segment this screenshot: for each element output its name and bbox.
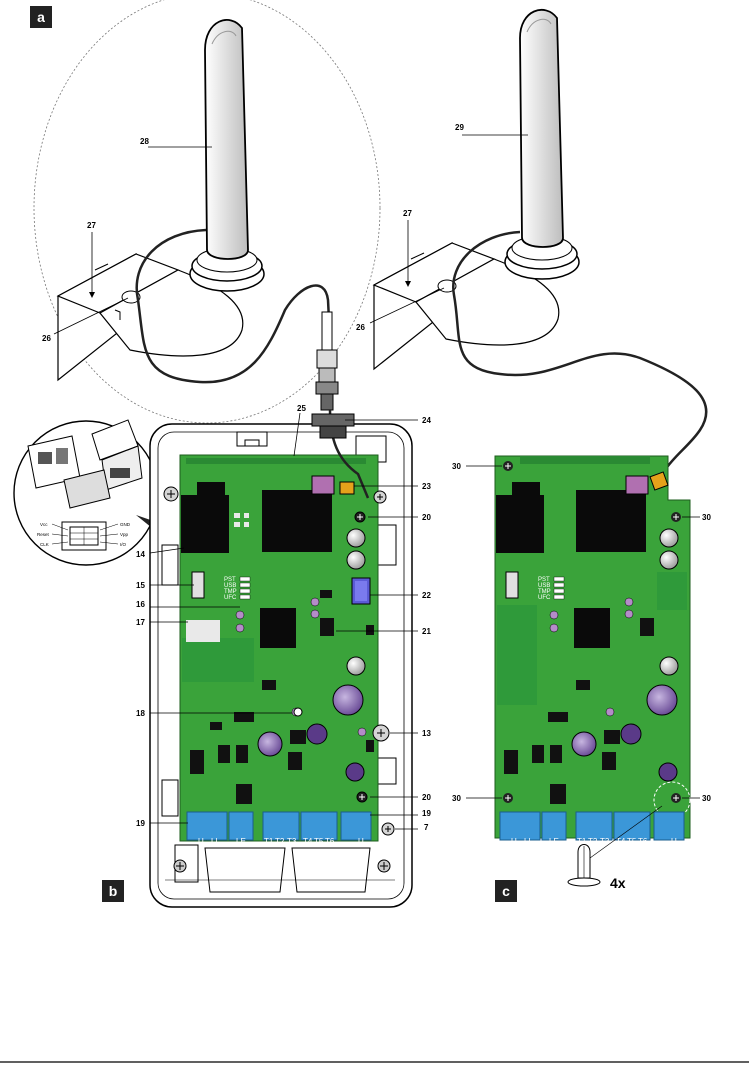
callout-21: 21 — [422, 627, 431, 636]
callout-15: 15 — [136, 581, 145, 590]
term-earth-b: U — [198, 837, 204, 846]
term-t5-b: T5 — [314, 837, 324, 846]
antenna-c — [505, 10, 579, 279]
quantity-label: 4x — [610, 875, 626, 891]
term-t4-b: T4 — [303, 837, 313, 846]
panel-a: a 28 — [30, 0, 380, 423]
term-le-b: LE — [236, 837, 246, 846]
callout-26c: 26 — [356, 323, 365, 332]
antenna-a — [190, 20, 264, 291]
term-le-c: LE — [549, 837, 559, 846]
coil — [333, 685, 363, 715]
callout-18: 18 — [136, 709, 145, 718]
sim-pin-vpp: Vpp — [120, 532, 129, 537]
term-u-c: U — [671, 837, 677, 846]
callout-30b: 30 — [702, 513, 711, 522]
sim-card — [62, 522, 106, 550]
panel-b-tag-label: b — [109, 883, 118, 899]
callout-27a: 27 — [87, 221, 96, 230]
term-t3-b: T3 — [287, 837, 297, 846]
term-u-b: U — [358, 837, 364, 846]
callout-17: 17 — [136, 618, 145, 627]
sim-pin-clk: CLK — [40, 542, 49, 547]
sim-pin-gnd: GND — [120, 522, 131, 527]
term-t5-c: T5 — [627, 837, 637, 846]
sma-connector — [316, 312, 338, 410]
callout-28: 28 — [140, 137, 149, 146]
callout-25: 25 — [297, 404, 306, 413]
callout-20b: 20 — [422, 793, 431, 802]
silk-ufc-c: UFC — [538, 595, 551, 601]
standoff — [568, 845, 600, 887]
terminal-blocks-c — [500, 812, 684, 840]
callout-29: 29 — [455, 123, 464, 132]
panel-b: PST USB TMP UFC U LI L — [102, 404, 431, 907]
callout-7: 7 — [424, 823, 429, 832]
panel-a-tag-label: a — [37, 9, 45, 25]
callout-30d: 30 — [702, 794, 711, 803]
silk-ufc: UFC — [224, 595, 237, 601]
callout-27c: 27 — [403, 209, 412, 218]
panel-c-tag-label: c — [502, 883, 510, 899]
callout-14: 14 — [136, 550, 145, 559]
terminal-blocks-b — [187, 812, 371, 840]
callout-13: 13 — [422, 729, 431, 738]
callout-20a: 20 — [422, 513, 431, 522]
term-li-c: LI — [524, 837, 531, 846]
sim-pin-vcc: Vcc — [40, 522, 48, 527]
callout-24: 24 — [422, 416, 431, 425]
term-t1-b: T1 — [264, 837, 274, 846]
term-li-b: LI — [211, 837, 218, 846]
callout-22: 22 — [422, 591, 431, 600]
sim-holder — [181, 495, 229, 553]
callout-19b: 19 — [136, 819, 145, 828]
callout-19a: 19 — [422, 809, 431, 818]
term-t6-c: T6 — [638, 837, 648, 846]
callout-30c: 30 — [452, 794, 461, 803]
callout-23: 23 — [422, 482, 431, 491]
sim-pin-reset: Reset — [37, 532, 50, 537]
term-earth-c: U — [511, 837, 517, 846]
jumper — [320, 618, 334, 636]
sim-pin-io: I/O — [120, 542, 127, 547]
gsm-module — [262, 490, 332, 552]
processor — [260, 608, 296, 648]
term-t2-c: T2 — [588, 837, 598, 846]
callout-16: 16 — [136, 600, 145, 609]
term-t6-b: T6 — [325, 837, 335, 846]
term-t2-b: T2 — [275, 837, 285, 846]
callout-26a: 26 — [42, 334, 51, 343]
callout-30a: 30 — [452, 462, 461, 471]
